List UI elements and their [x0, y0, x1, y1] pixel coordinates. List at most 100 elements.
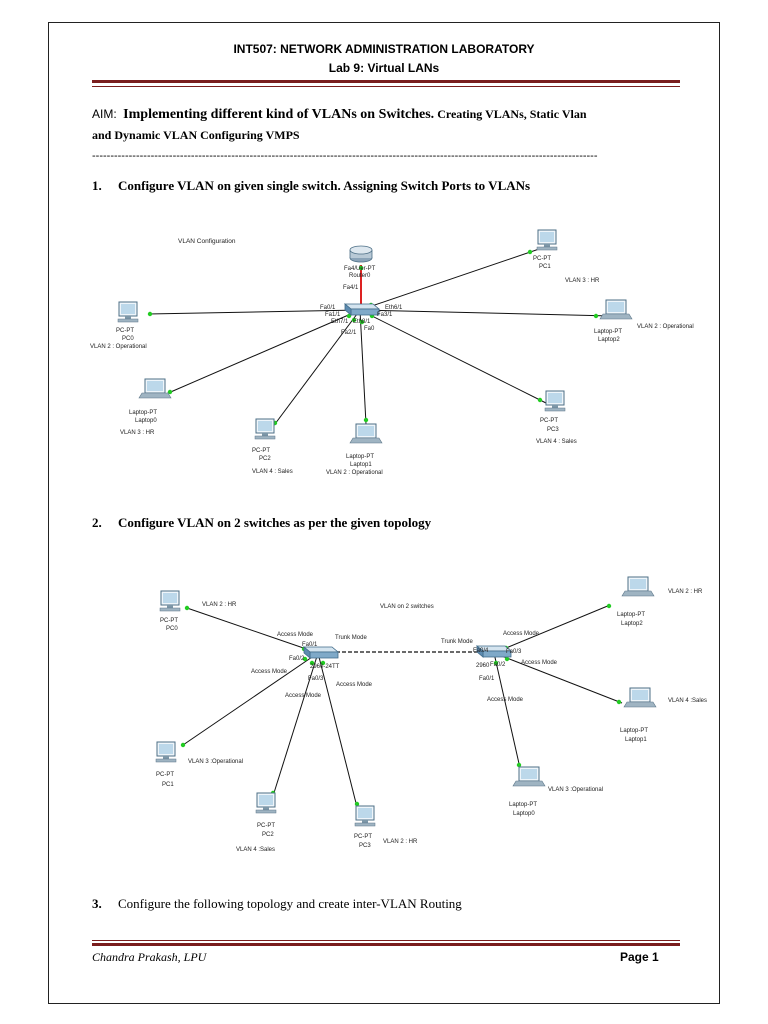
d2-laptop0-type: Laptop-PT — [509, 802, 537, 808]
d1-caption: VLAN Configuration — [178, 238, 236, 245]
aim-detail-1: Creating VLANs, Static Vlan — [434, 107, 587, 121]
d1-pc1-icon — [536, 229, 558, 251]
d2-laptop2-type: Laptop-PT — [617, 612, 645, 618]
d2-pc0-icon — [159, 590, 181, 612]
aim-main: Implementing different kind of VLANs on … — [123, 107, 435, 122]
separator: ----------------------------------------… — [92, 150, 598, 162]
d1-pc2-icon — [254, 418, 276, 440]
d1-pc3-icon — [544, 390, 566, 412]
d1-port-5: Fa3/1 — [377, 312, 393, 318]
d1-router-type: Fa4/Uer-PT — [344, 266, 376, 272]
d1-laptop0-type: Laptop-PT — [129, 410, 157, 416]
d2-mode-laptop0: Access Mode — [487, 697, 524, 703]
d2-sa-label: 2960-24TT — [310, 664, 340, 670]
d1-laptop1-icon — [349, 423, 383, 444]
d2-pc1-name: PC1 — [162, 782, 174, 788]
d2-pc0-type: PC-PT — [160, 618, 178, 624]
d1-router-name: Router0 — [349, 273, 371, 279]
header-rule-thin — [92, 86, 680, 87]
d1-laptop2-vlan: VLAN 2 : Operational — [637, 324, 694, 330]
d1-port-7: Fa0 — [364, 326, 375, 332]
d2-mode-pc2: Access Mode — [285, 693, 322, 699]
d1-switch-icon — [344, 303, 380, 316]
step-3-text: Configure the following topology and cre… — [118, 896, 462, 911]
d2-pc2-name: PC2 — [262, 832, 274, 838]
d1-laptop1-vlan: VLAN 2 : Operational — [326, 470, 383, 476]
d1-laptop0-vlan: VLAN 3 : HR — [120, 430, 155, 436]
d2-pc3-name: PC3 — [359, 843, 371, 849]
header-rule — [92, 80, 680, 83]
d2-mode-laptop2: Access Mode — [503, 631, 540, 637]
d1-router-icon — [349, 245, 373, 263]
d1-pc3-type: PC-PT — [540, 418, 558, 424]
page-number: Page 1 — [620, 950, 659, 964]
d1-laptop0-name: Laptop0 — [135, 418, 157, 424]
d2-sb-port-1: Fa0/1 — [479, 676, 495, 682]
d1-pc3-vlan: VLAN 4 : Sales — [536, 439, 577, 445]
d2-mode-pc3: Access Mode — [336, 682, 373, 688]
d2-pc3-type: PC-PT — [354, 834, 372, 840]
aim-label: AIM: — [92, 107, 117, 121]
lab-title: Lab 9: Virtual LANs — [328, 61, 440, 75]
diagram-2: VLAN on 2 switches Fa0/1 Fa0/2 2960-24TT — [155, 576, 707, 853]
d1-link-dots — [147, 249, 599, 426]
d1-port-2: Eth7/1 — [331, 319, 349, 325]
d2-laptop1-icon — [623, 687, 657, 708]
step-1-text: Configure VLAN on given single switch. A… — [118, 178, 531, 193]
d1-port-4: Eth6/1 — [385, 305, 403, 311]
d1-pc2-vlan: VLAN 4 : Sales — [252, 469, 293, 475]
d2-mode-trunk-a: Trunk Mode — [335, 635, 367, 641]
d2-sa-port-1: Fa0/1 — [302, 642, 318, 648]
d2-sb-port-4: Fa0/4 — [473, 648, 489, 654]
d2-laptop2-name: Laptop2 — [621, 621, 643, 627]
footer-rule — [92, 943, 680, 946]
d2-sb-label: 2960 — [476, 663, 490, 669]
d2-laptop0-icon — [512, 766, 546, 787]
d2-pc2-type: PC-PT — [257, 823, 275, 829]
d1-pc1-vlan: VLAN 3 : HR — [565, 278, 600, 284]
aim-paragraph: AIM: Implementing different kind of VLAN… — [92, 104, 692, 145]
d1-port-0: Fa0/1 — [320, 305, 336, 311]
d2-laptop0-vlan: VLAN 3 :Operational — [548, 787, 603, 793]
d2-pc1-type: PC-PT — [156, 772, 174, 778]
d2-laptop1-type: Laptop-PT — [620, 728, 648, 734]
footer-author: Chandra Prakash, LPU — [92, 950, 207, 964]
d1-laptop1-type: Laptop-PT — [346, 454, 374, 460]
footer-rule-thin — [92, 940, 680, 941]
d2-pc1-icon — [155, 741, 177, 763]
step-3: 3.Configure the following topology and c… — [92, 896, 462, 911]
d2-pc2-vlan: VLAN 4 :Sales — [236, 847, 275, 853]
d1-port-1: Fa1/1 — [325, 312, 341, 318]
d1-port-3: Fa2/1 — [341, 330, 357, 336]
d2-pc2-icon — [255, 792, 277, 814]
d2-mode-laptop1: Access Mode — [521, 660, 558, 666]
d2-link-dots — [180, 603, 622, 807]
d1-laptop2-type: Laptop-PT — [594, 329, 622, 335]
course-title: INT507: NETWORK ADMINISTRATION LABORATOR… — [233, 42, 535, 56]
d2-pc3-icon — [354, 805, 376, 827]
d2-switch-a-icon — [303, 646, 339, 659]
d2-caption: VLAN on 2 switches — [380, 604, 434, 610]
d1-pc2-type: PC-PT — [252, 448, 270, 454]
d2-sb-port-3: Fa0/3 — [506, 649, 522, 655]
step-2-text: Configure VLAN on 2 switches as per the … — [118, 515, 432, 530]
d2-mode-trunk-b: Trunk Mode — [441, 639, 473, 645]
page-border — [48, 22, 720, 1004]
d2-sa-port-3: Fa0/3 — [308, 676, 324, 682]
d2-laptop0-name: Laptop0 — [513, 811, 535, 817]
d1-laptop0-icon — [138, 378, 172, 399]
d1-pc0-icon — [117, 301, 139, 323]
d2-sa-port-2: Fa0/2 — [289, 656, 305, 662]
d1-pc1-name: PC1 — [539, 264, 551, 270]
d1-links — [147, 246, 613, 429]
d1-laptop2-icon — [599, 299, 633, 320]
d1-pc0-type: PC-PT — [116, 328, 134, 334]
d1-laptop1-name: Laptop1 — [350, 462, 372, 468]
d1-router-port: Fa4/1 — [343, 285, 359, 291]
step-2: 2.Configure VLAN on 2 switches as per th… — [92, 515, 432, 530]
d1-pc0-vlan: VLAN 2 : Operational — [90, 344, 147, 350]
d2-laptop2-icon — [621, 576, 655, 597]
d2-sb-port-2: Fa0/2 — [490, 662, 506, 668]
d2-laptop2-vlan: VLAN 2 : HR — [668, 589, 703, 595]
